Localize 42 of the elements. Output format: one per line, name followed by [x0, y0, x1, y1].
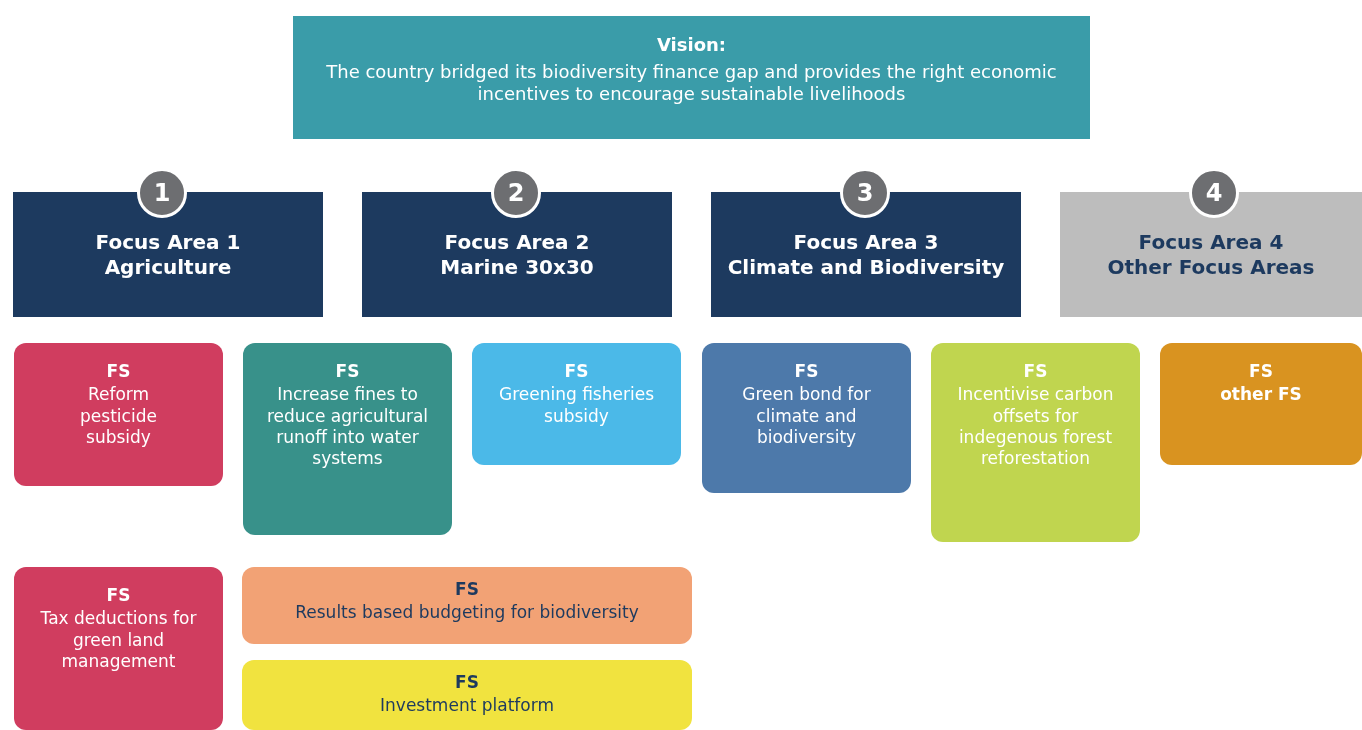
number-label: 1 [153, 181, 171, 205]
body-text: Investment platform [380, 695, 554, 717]
number-label: 3 [856, 181, 874, 205]
heading-label: FS [335, 361, 360, 383]
strategy-card [14, 343, 223, 486]
body-text: Reform pesticide subsidy [79, 384, 158, 448]
vision-box [293, 16, 1090, 139]
heading-label: FS [1023, 361, 1048, 383]
body-text: Focus Area 1 [95, 230, 241, 255]
body-text: Focus Area 4 [1138, 230, 1284, 255]
body-text: Agriculture [104, 255, 232, 280]
body-text: other FS [1220, 384, 1302, 406]
body-text: Focus Area 3 [793, 230, 939, 255]
body-text: The country bridged its biodiversity finance gap and provides the right economic incentives to encourage sustainable livelihoods [325, 60, 1058, 106]
heading-label: Vision: [656, 34, 726, 57]
body-text: Climate and Biodiversity [727, 255, 1005, 280]
heading-label: FS [794, 361, 819, 383]
heading-label: FS [1249, 361, 1273, 383]
strategy-card [243, 343, 452, 535]
body-text: Other Focus Areas [1107, 255, 1315, 280]
strategy-card [472, 343, 681, 465]
heading-label: FS [106, 361, 131, 383]
body-text: Results based budgeting for biodiversity [295, 602, 639, 624]
body-text: Greening fisheries subsidy [498, 384, 655, 427]
strategy-card [242, 567, 692, 644]
strategy-card [931, 343, 1140, 542]
heading-label: FS [564, 361, 589, 383]
body-text: Tax deductions for green land management [39, 608, 198, 672]
number-label: 2 [507, 181, 525, 205]
number-label: 4 [1205, 181, 1223, 205]
strategy-card [1160, 343, 1362, 465]
heading-label: FS [455, 579, 479, 601]
strategy-card [702, 343, 911, 493]
body-text: Incentivise carbon offsets for indegenous forest reforestation [956, 384, 1115, 470]
body-text: Focus Area 2 [444, 230, 590, 255]
body-text: Increase fines to reduce agricultural runoff into water systems [265, 384, 430, 470]
heading-label: FS [106, 585, 131, 607]
body-text: Marine 30x30 [440, 255, 594, 280]
body-text: Green bond for climate and biodiversity [741, 384, 872, 448]
strategy-card [242, 660, 692, 730]
heading-label: FS [455, 672, 479, 694]
strategy-card [14, 567, 223, 730]
